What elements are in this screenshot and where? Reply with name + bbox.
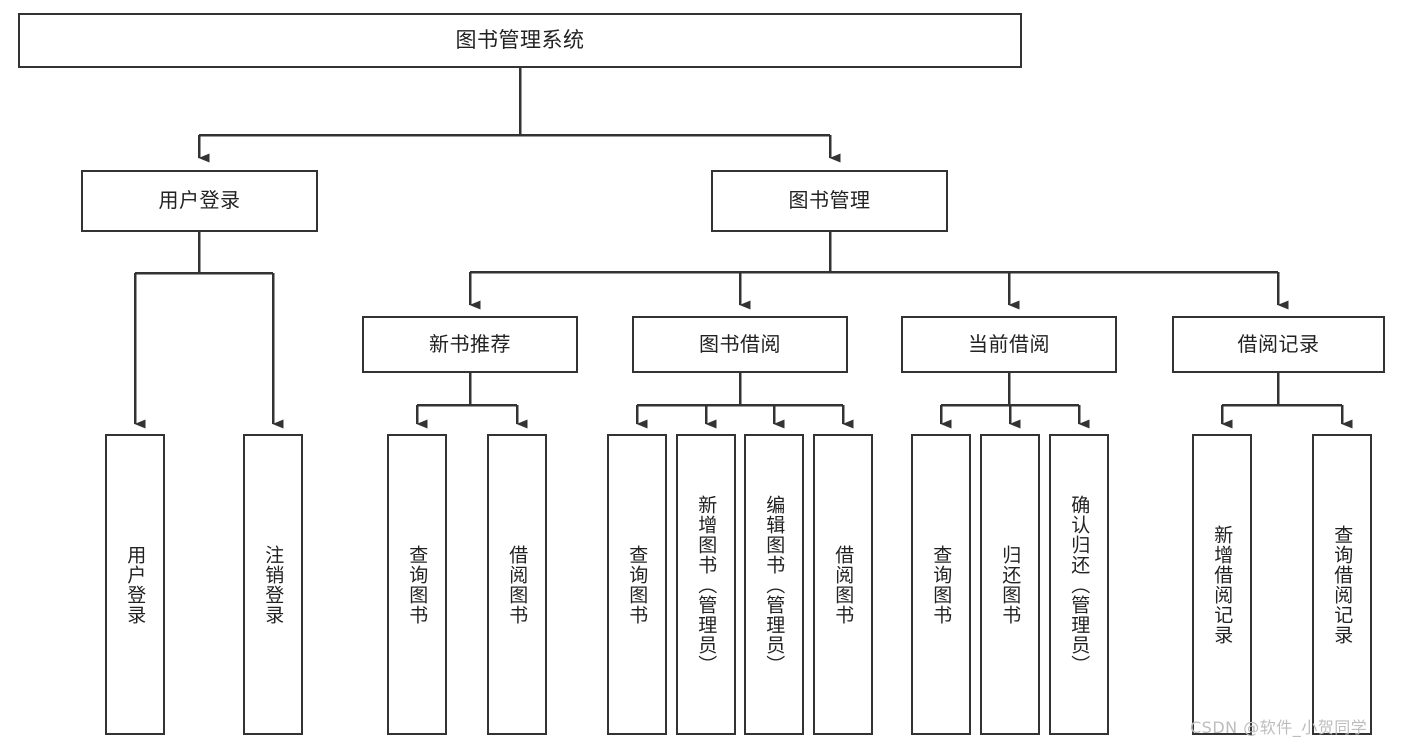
node-new-book-recommendation[interactable]: 新书推荐 — [362, 316, 578, 373]
node-leaf-user-login[interactable]: 用户登录 — [105, 434, 165, 735]
node-current-borrowing[interactable]: 当前借阅 — [901, 316, 1117, 373]
node-label: 确认归还（管理员） — [1068, 494, 1091, 675]
node-leaf-return-book[interactable]: 归还图书 — [980, 434, 1040, 735]
node-label: 用户登录 — [158, 188, 241, 213]
node-label: 新增图书（管理员） — [695, 494, 718, 675]
node-label: 查询借阅记录 — [1331, 524, 1354, 645]
node-user-login[interactable]: 用户登录 — [81, 170, 318, 232]
csdn-watermark: CSDN @软件_小贺同学 — [1190, 718, 1368, 737]
node-label: 图书管理系统 — [455, 28, 585, 53]
node-leaf-logout-login[interactable]: 注销登录 — [243, 434, 303, 735]
node-leaf-confirm-return-admin[interactable]: 确认归还（管理员） — [1049, 434, 1109, 735]
node-label: 查询图书 — [626, 544, 649, 625]
node-label: 借阅图书 — [506, 544, 529, 625]
node-label: 新书推荐 — [429, 331, 511, 356]
node-label: 新增借阅记录 — [1211, 524, 1234, 645]
node-label: 编辑图书（管理员） — [763, 494, 786, 675]
node-leaf-add-borrowing-record[interactable]: 新增借阅记录 — [1192, 434, 1252, 735]
node-label: 当前借阅 — [968, 331, 1050, 356]
node-borrowing-record[interactable]: 借阅记录 — [1172, 316, 1385, 373]
node-label: 查询图书 — [406, 544, 429, 625]
node-leaf-query-borrowing-record[interactable]: 查询借阅记录 — [1312, 434, 1372, 735]
node-label: 借阅记录 — [1237, 331, 1320, 356]
node-label: 图书借阅 — [699, 331, 781, 356]
node-label: 借阅图书 — [832, 544, 855, 625]
node-leaf-query-book-borrow[interactable]: 查询图书 — [607, 434, 667, 735]
node-leaf-query-book-current[interactable]: 查询图书 — [911, 434, 971, 735]
node-label: 用户登录 — [124, 544, 147, 625]
node-label: 注销登录 — [262, 544, 285, 625]
node-book-borrowing[interactable]: 图书借阅 — [632, 316, 848, 373]
node-leaf-add-book-admin[interactable]: 新增图书（管理员） — [676, 434, 736, 735]
node-leaf-borrow-book-borrow[interactable]: 借阅图书 — [813, 434, 873, 735]
node-leaf-query-book-new[interactable]: 查询图书 — [387, 434, 447, 735]
node-leaf-borrow-book-new[interactable]: 借阅图书 — [487, 434, 547, 735]
node-label: 查询图书 — [930, 544, 953, 625]
node-label: 归还图书 — [999, 544, 1022, 625]
node-book-management[interactable]: 图书管理 — [711, 170, 948, 232]
node-leaf-edit-book-admin[interactable]: 编辑图书（管理员） — [744, 434, 804, 735]
node-root-book-management-system[interactable]: 图书管理系统 — [18, 13, 1022, 68]
node-label: 图书管理 — [788, 188, 871, 213]
